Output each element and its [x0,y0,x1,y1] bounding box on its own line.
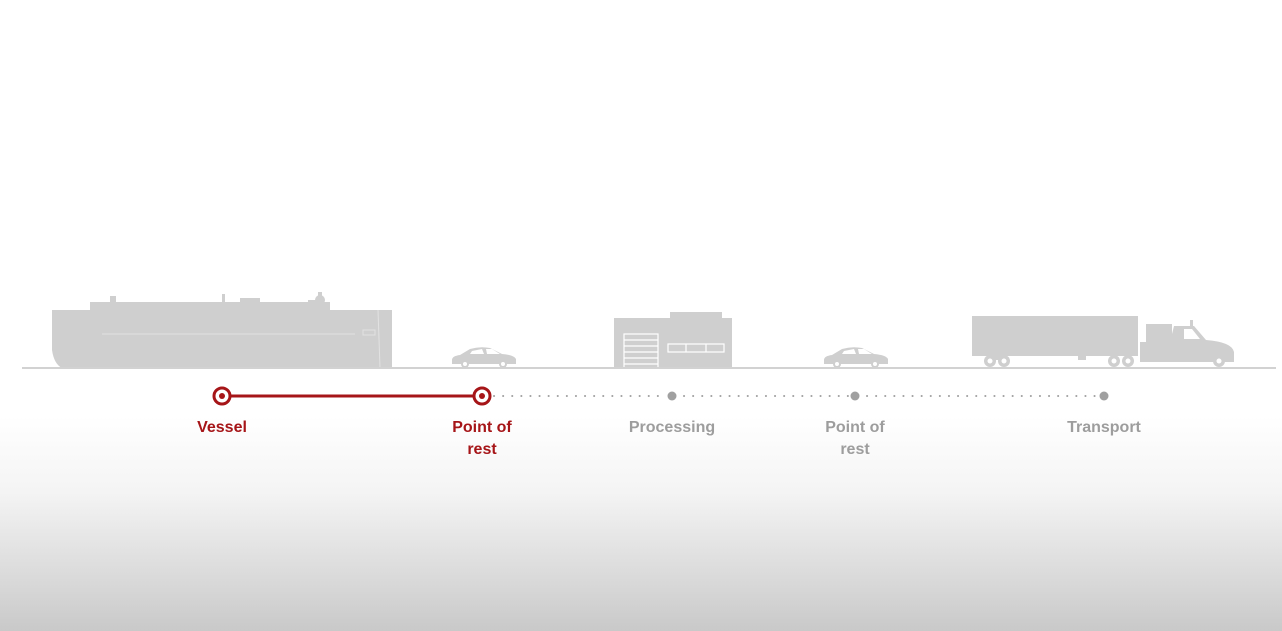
ground-line [22,367,1276,369]
timeline-node-center [219,393,225,399]
truck-icon [970,314,1238,370]
car-icon [450,346,518,368]
timeline-node-upcoming [1099,391,1109,401]
car-icon [822,346,890,368]
warehouse-icon [612,310,734,368]
timeline [212,386,1109,406]
stage-label-vessel: Vessel [197,419,247,436]
timeline-node-center [479,393,485,399]
vessel-icon [50,292,395,368]
timeline-node-upcoming [850,391,860,401]
timeline-node-upcoming [667,391,677,401]
stage-label-transport: Transport [1067,419,1141,436]
stage-label-processing: Processing [628,419,716,436]
stage-label-point-of-rest: Point of rest [452,419,512,458]
stage-label-point-of-rest-2: Point of rest [825,419,885,458]
